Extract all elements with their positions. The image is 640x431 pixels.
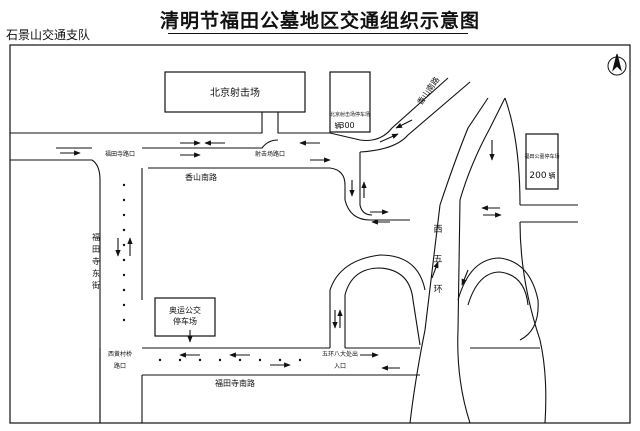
- parking-200-unit: 辆: [549, 171, 556, 180]
- east-street-char-2: 田: [92, 245, 100, 254]
- east-street-char-5: 街: [92, 280, 100, 290]
- publisher-label: 石景山交通支队: [6, 28, 91, 42]
- parking-300: [329, 71, 371, 133]
- fifth-ring-char-3: 环: [433, 284, 442, 295]
- shooting-exit-label: 射击场路口: [255, 150, 285, 158]
- east-street-char-3: 寺: [92, 257, 100, 266]
- parking-300-count: 300: [339, 121, 354, 130]
- parking-300-name: 北京射击场停车场: [330, 111, 370, 118]
- beijing-shooting-label: 北京射击场: [210, 86, 260, 99]
- xihuang-line-1: 西黄村桥: [108, 350, 132, 358]
- road-network: [10, 77, 578, 424]
- north-arrow-icon: [607, 53, 627, 76]
- map-frame: [9, 44, 631, 424]
- fifth-ring-char-2: 五: [433, 255, 442, 265]
- map-title: 清明节福田公墓地区交通组织示意图: [159, 10, 480, 32]
- ring-entry-line-1: 五环八大处出: [322, 350, 358, 358]
- xiangshan-road-diag-label: 香山南路: [415, 75, 442, 107]
- xihuang-line-2: 路口: [114, 362, 126, 370]
- control-points: [122, 183, 302, 362]
- title-underline: [168, 33, 468, 34]
- parking-200-name: 福田公墓停车场: [524, 153, 559, 160]
- olympic-bus-parking: [154, 297, 216, 337]
- east-street-char-1: 福: [92, 233, 100, 242]
- fifth-ring-char-1: 西: [433, 224, 442, 235]
- parking-300-unit: 辆: [335, 121, 342, 130]
- ring-entry-line-2: 入口: [334, 363, 346, 370]
- parking-200-count: 200: [529, 171, 546, 181]
- xiangshan-south-road-label: 香山南路: [185, 172, 217, 182]
- olympic-parking-line-2: 停车场: [173, 316, 197, 326]
- parking-200: [525, 133, 559, 190]
- olympic-parking-line-1: 奥运公交: [169, 305, 201, 315]
- beijing-shooting-range: [164, 71, 306, 113]
- east-street-char-4: 东: [92, 268, 100, 278]
- futian-temple-exit-label: 福田寺路口: [105, 150, 135, 158]
- futian-south-road-label: 福田寺南路: [215, 378, 255, 388]
- traffic-arrows: [60, 119, 502, 371]
